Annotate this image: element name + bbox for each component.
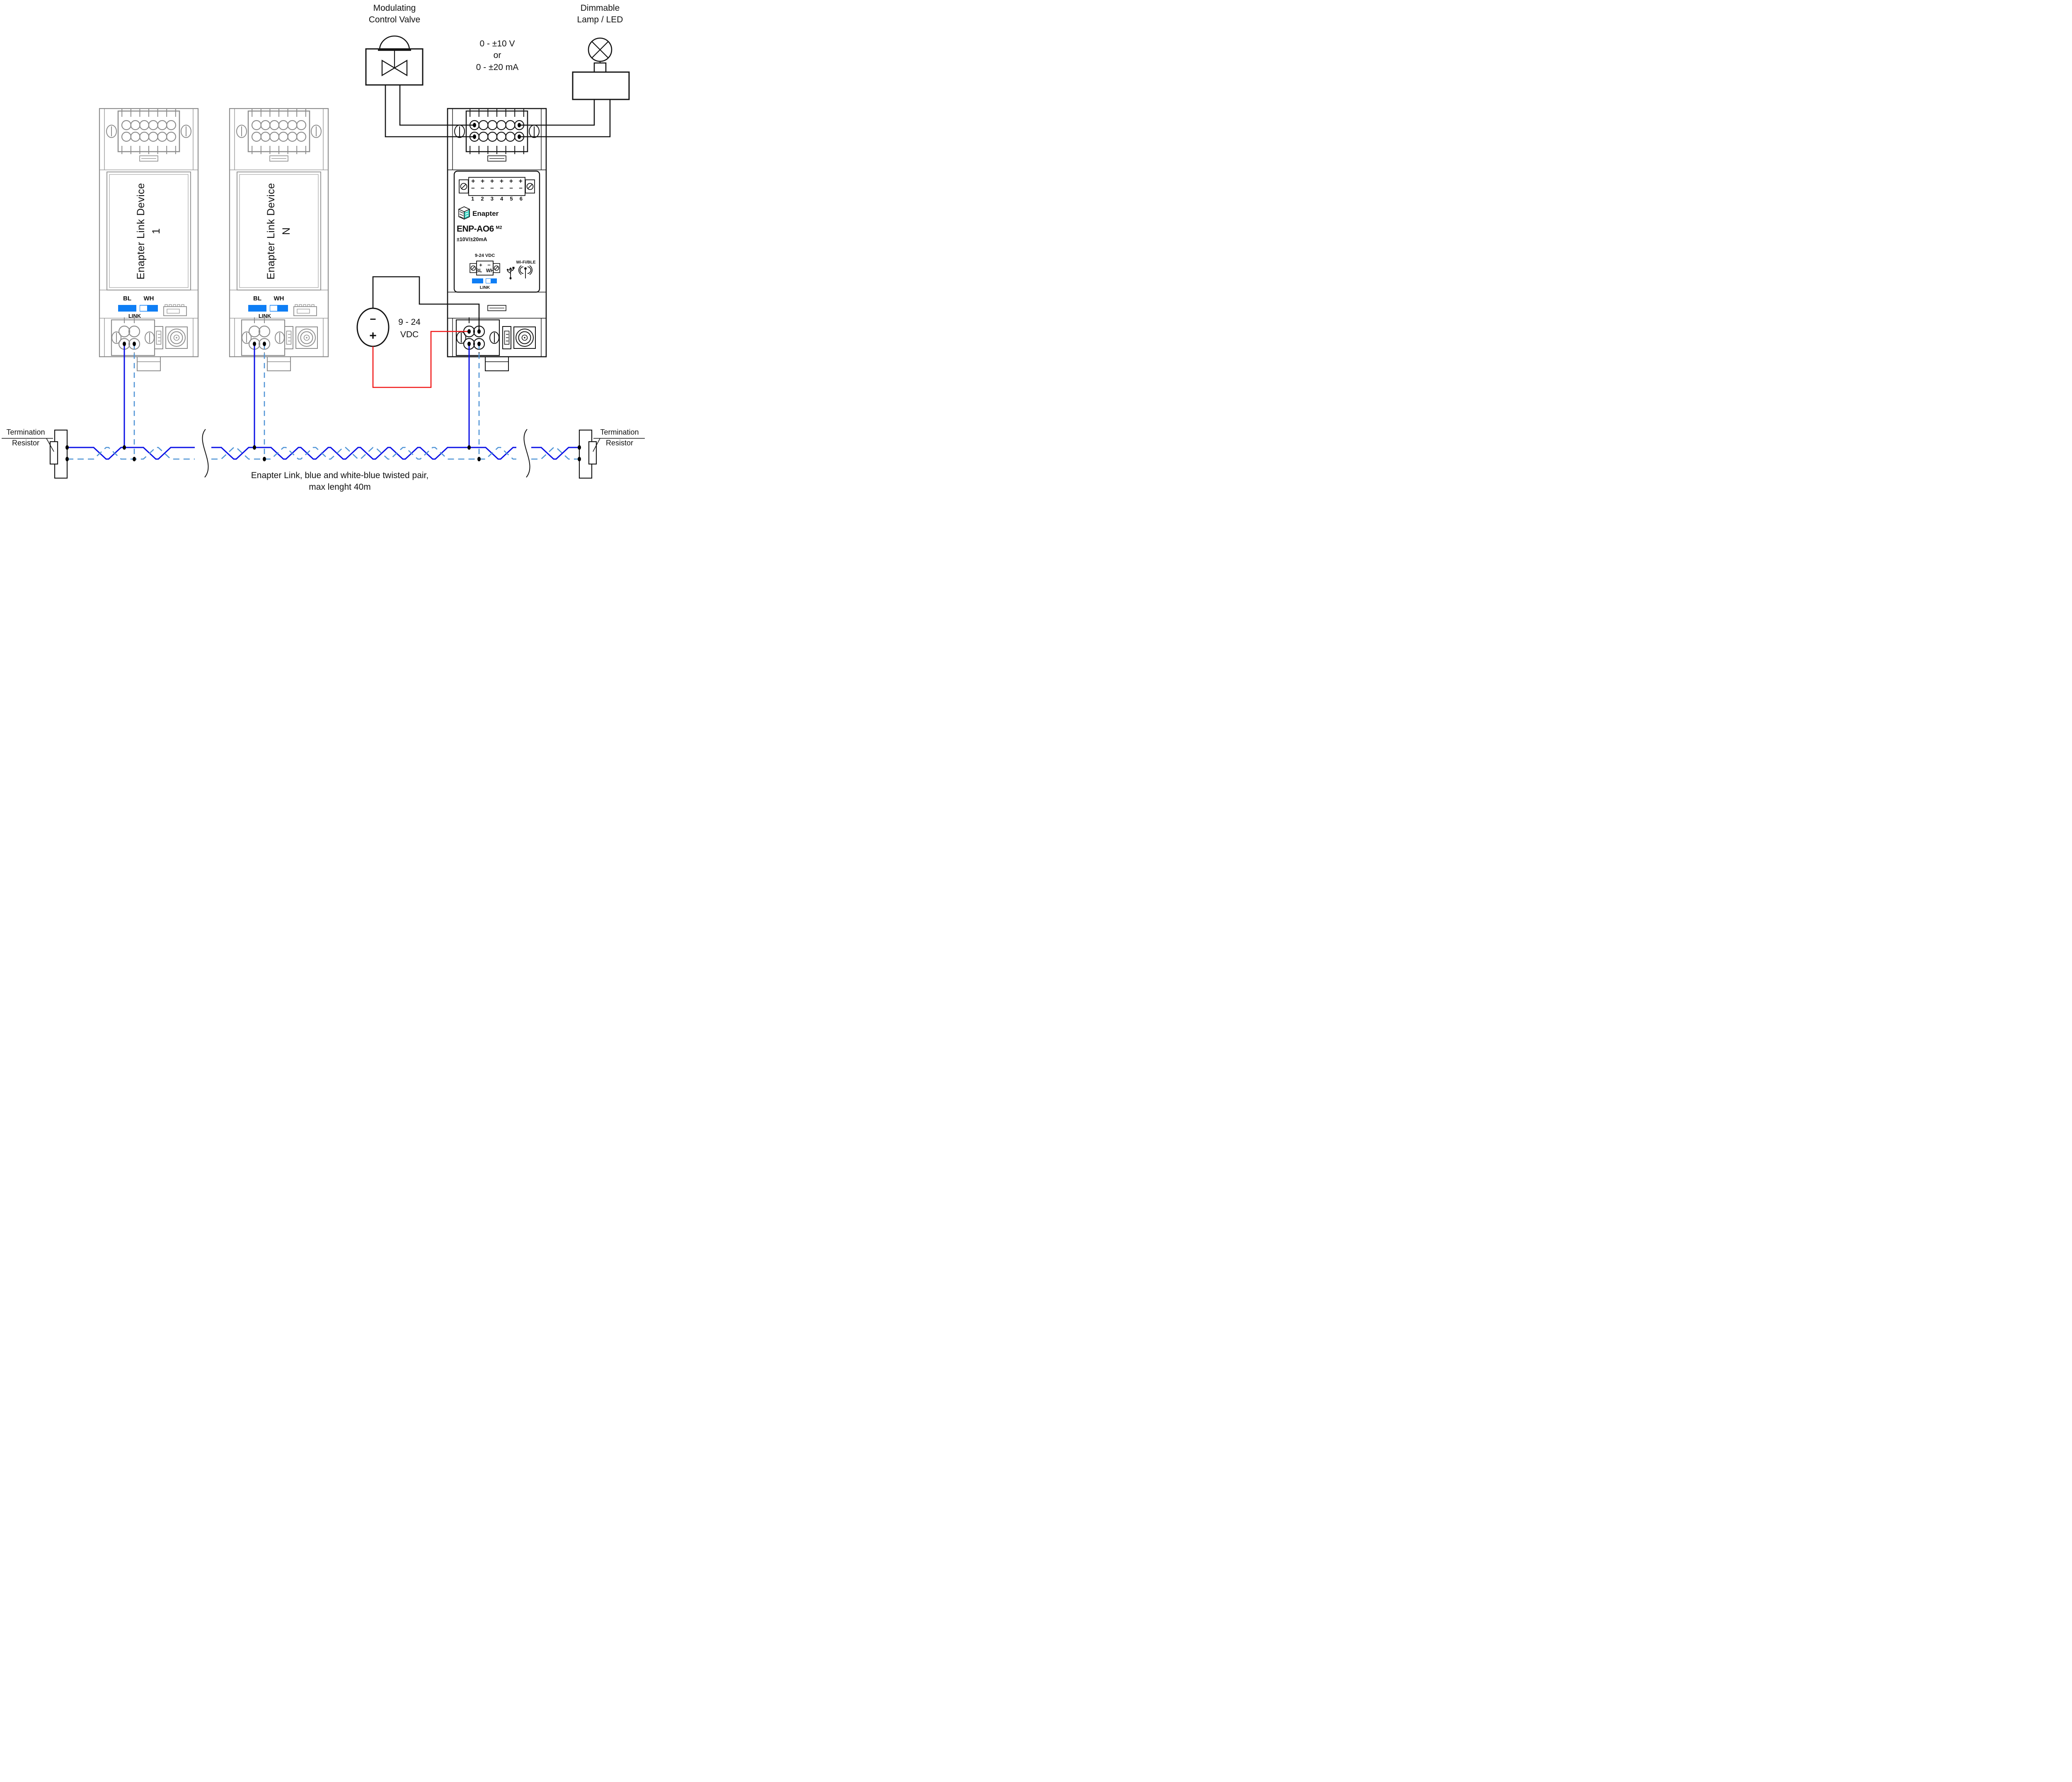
termination-resistor-right <box>579 429 597 479</box>
link-drop-wires <box>123 344 480 459</box>
enp-model-suffix: M2 <box>496 225 502 230</box>
power-minus-sign: − <box>370 313 376 325</box>
diagram-linework <box>2 35 645 479</box>
power-unit-label: VDC <box>400 330 419 339</box>
enp-link-label: LINK <box>479 285 490 290</box>
deviceN-bl-label: BL <box>253 295 261 302</box>
dimmable-lamp-symbol <box>572 37 630 100</box>
device1-link-label: LINK <box>128 313 141 319</box>
power-plus-sign: + <box>369 329 377 343</box>
termination-left-leader <box>2 438 54 452</box>
enp-model: ENP-AO6 M2 <box>457 224 502 234</box>
link-device-n-outline <box>229 108 329 371</box>
deviceN-link-label: LINK <box>258 313 271 319</box>
twisted-pair <box>67 447 579 460</box>
power-plus-wire <box>372 331 469 388</box>
enp-io-range: ±10V/±20mA <box>457 237 487 242</box>
wh-wire <box>67 447 195 460</box>
bl-wire <box>531 447 579 460</box>
wh-wire <box>531 447 579 460</box>
bl-wire <box>67 447 195 460</box>
enp-wifi-ble-label: Wi-Fi/BLE <box>516 260 536 265</box>
termination-resistor-left <box>49 429 68 479</box>
wifi-ble-antenna-icon <box>518 265 533 278</box>
junction-dots <box>65 123 581 462</box>
enp-power-label: 9-24 VDC <box>474 253 495 258</box>
usb-icon <box>506 267 515 280</box>
signal-wires <box>385 85 611 138</box>
enp-ao6-outline <box>447 108 547 371</box>
termination-right-leader <box>593 438 645 452</box>
enp-brand: Enapter <box>472 210 499 218</box>
bl-wire <box>211 447 516 460</box>
enp-power-polarity-row: +− <box>479 262 491 268</box>
deviceN-wh-label: WH <box>274 295 284 302</box>
bus-caption: Enapter Link, blue and white-blue twiste… <box>251 471 429 492</box>
cable-break-mark <box>523 429 530 478</box>
enapter-logo-icon <box>458 206 470 220</box>
device1-bl-label: BL <box>123 295 131 302</box>
link-device-1-outline <box>99 108 199 371</box>
wh-wire <box>211 447 516 460</box>
device1-wh-label: WH <box>143 295 154 302</box>
modulating-valve-symbol <box>365 35 424 86</box>
enp-terminal-plus-row: ++++++ <box>471 178 523 185</box>
link-indicator-bars <box>118 278 497 312</box>
power-minus-wire <box>372 276 480 331</box>
cable-break-mark <box>202 429 209 478</box>
enp-terminal-minus-row: −−−−−− <box>471 185 523 192</box>
power-range-label: 9 - 24 <box>398 317 421 327</box>
